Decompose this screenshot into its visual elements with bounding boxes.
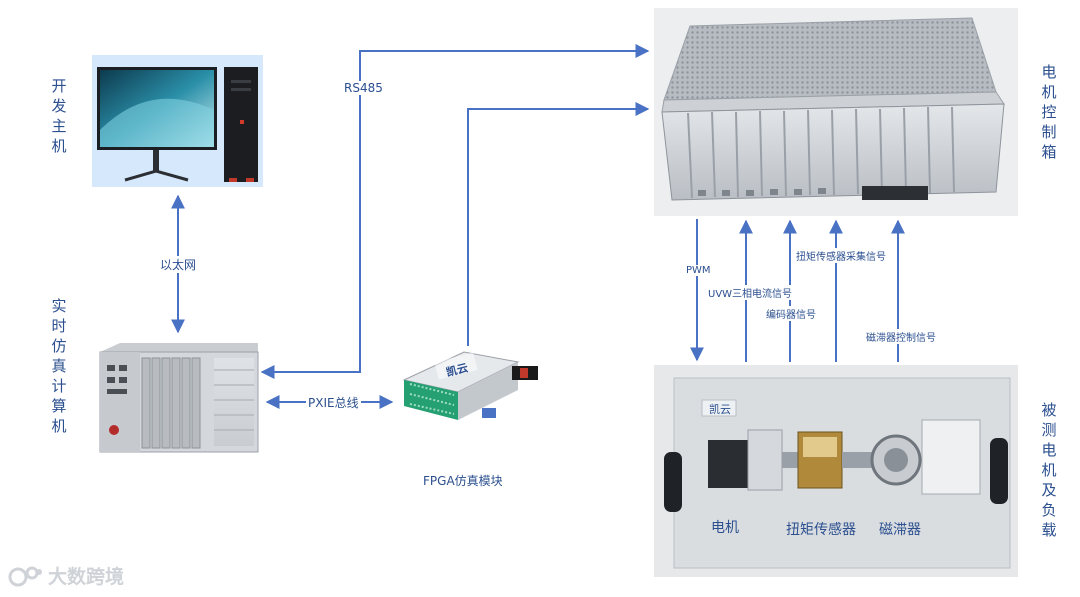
label-ethernet: 以太网 bbox=[158, 256, 199, 273]
watermark-text: 大数跨境 bbox=[48, 566, 125, 588]
label-motor: 电机 bbox=[711, 520, 739, 536]
label-motor-box: 电机控制箱 bbox=[1041, 63, 1057, 161]
motor-box-image bbox=[654, 8, 1018, 216]
label-pwm: PWM bbox=[686, 265, 711, 276]
fpga-module-image bbox=[402, 351, 538, 420]
label-torque-signal: 扭矩传感器采集信号 bbox=[796, 248, 886, 263]
rt-computer-image bbox=[99, 343, 259, 453]
watermark-logo-icon bbox=[8, 566, 42, 586]
label-pxie: PXIE总线 bbox=[306, 394, 361, 411]
label-fpga-module: FPGA仿真模块 bbox=[423, 474, 503, 488]
label-brake: 磁滞器 bbox=[879, 522, 921, 538]
label-brake-signal: 磁滞器控制信号 bbox=[866, 329, 936, 344]
label-dev-host: 开发主机 bbox=[51, 77, 67, 155]
watermark: 大数跨境 bbox=[8, 562, 124, 589]
label-uvw: UVW三相电流信号 bbox=[708, 285, 793, 300]
label-torque-sensor: 扭矩传感器 bbox=[786, 522, 856, 538]
label-rs485: RS485 bbox=[344, 81, 383, 95]
arrow-rs485-computer bbox=[260, 44, 650, 379]
dev-host-image bbox=[92, 55, 263, 187]
arrow-fpga-to-box bbox=[467, 102, 650, 346]
fpga-logo: 凯云 bbox=[445, 360, 470, 379]
label-encoder: 编码器信号 bbox=[766, 306, 816, 321]
motor-load-image bbox=[654, 365, 1018, 577]
label-motor-load: 被测电机及负载 bbox=[1041, 401, 1057, 539]
bench-logo: 凯云 bbox=[709, 403, 731, 416]
label-rt-computer: 实时仿真计算机 bbox=[51, 297, 67, 435]
